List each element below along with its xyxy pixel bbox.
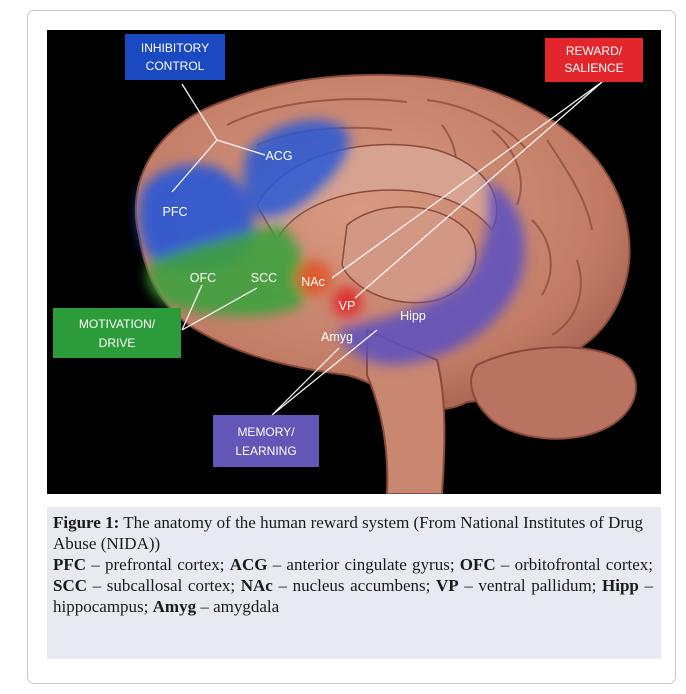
reward-salience-box: REWARD/ SALIENCE: [545, 38, 643, 82]
inhibitory-line-2: CONTROL: [146, 59, 205, 73]
abbr-pfc-def: – prefrontal cortex;: [86, 555, 230, 574]
inhibitory-control-box: INHIBITORY CONTROL: [125, 34, 225, 80]
region-label-nac: NAc: [301, 275, 325, 289]
memory-region-hipp: [337, 180, 526, 365]
abbr-acg: ACG: [229, 555, 268, 574]
abbr-vp-def: – ventral pallidum;: [458, 576, 603, 595]
caption-title: Figure 1: The anatomy of the human rewar…: [53, 512, 653, 554]
motivation-line-2: DRIVE: [99, 336, 136, 350]
caption-figure-label: Figure 1:: [53, 513, 120, 532]
region-label-scc: SCC: [251, 271, 277, 285]
abbr-hipp-def: – hippocampus;: [53, 576, 653, 616]
memory-line-1: MEMORY/: [237, 425, 295, 439]
abbr-hipp: Hipp: [602, 576, 639, 595]
abbr-vp: VP: [436, 576, 459, 595]
abbr-acg-def: – anterior cingulate gyrus;: [267, 555, 460, 574]
region-label-vp: VP: [339, 299, 356, 313]
reward-line-2: SALIENCE: [564, 61, 623, 75]
abbr-ofc: OFC: [459, 555, 496, 574]
caption-title-text: The anatomy of the human reward system (…: [53, 513, 644, 553]
memory-line-2: LEARNING: [235, 444, 296, 458]
reward-line-1: REWARD/: [566, 44, 623, 58]
brain-diagram-svg: INHIBITORY CONTROL REWARD/ SALIENCE MOTI…: [53, 34, 643, 494]
caption-abbreviations: PFC – prefrontal cortex; ACG – anterior …: [53, 554, 653, 617]
region-label-amyg: Amyg: [321, 330, 353, 344]
cerebellum-shape: [470, 346, 637, 440]
abbr-nac-def: – nucleus accumbens;: [272, 576, 436, 595]
region-label-ofc: OFC: [190, 271, 216, 285]
abbr-ofc-def: – orbitofrontal cortex;: [495, 555, 653, 574]
abbr-amyg-def: – amygdala: [196, 597, 280, 616]
reward-region-nac: [296, 260, 332, 296]
abbr-scc: SCC: [53, 576, 88, 595]
motivation-drive-box: MOTIVATION/ DRIVE: [53, 308, 181, 358]
abbr-pfc: PFC: [53, 555, 87, 574]
thalamus-shape: [341, 206, 477, 304]
abbr-scc-def: – subcallosal cortex;: [87, 576, 241, 595]
memory-learning-box: MEMORY/ LEARNING: [213, 415, 319, 467]
region-label-hipp: Hipp: [400, 309, 426, 323]
abbr-amyg: Amyg: [152, 597, 197, 616]
brain-diagram: INHIBITORY CONTROL REWARD/ SALIENCE MOTI…: [47, 30, 661, 494]
inhibitory-region-acg: [243, 119, 350, 218]
motivation-line-1: MOTIVATION/: [79, 317, 156, 331]
connector-lines: [171, 81, 603, 416]
abbr-nac: NAc: [240, 576, 273, 595]
gyri-lines: [226, 98, 593, 336]
motivation-region: [147, 225, 306, 317]
region-label-pfc: PFC: [163, 205, 188, 219]
reward-region-vp: [332, 287, 362, 317]
inhibitory-line-1: INHIBITORY: [141, 41, 209, 55]
figure-caption: Figure 1: The anatomy of the human rewar…: [47, 507, 661, 659]
region-label-acg: ACG: [265, 149, 292, 163]
